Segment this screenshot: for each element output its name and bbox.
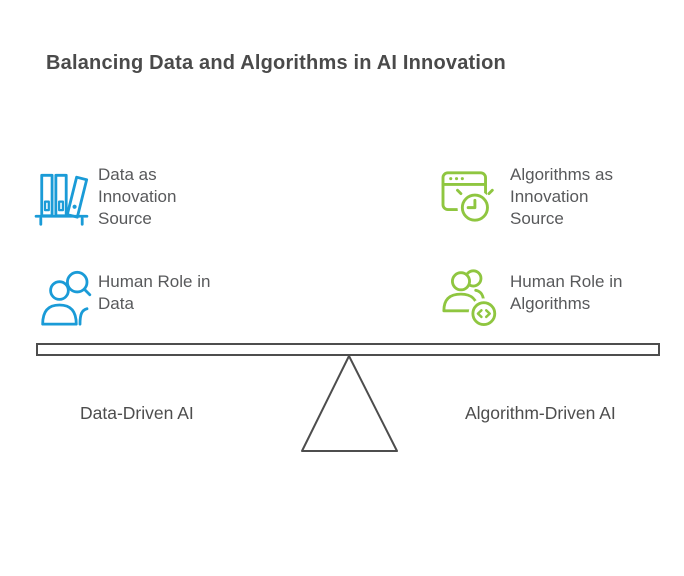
diagram-title: Balancing Data and Algorithms in AI Inno… [46, 52, 506, 74]
balance-fulcrum-triangle [296, 353, 403, 458]
browser-clock-icon [441, 168, 503, 231]
books-shelf-icon [33, 164, 90, 233]
right-pan-label: Algorithm-Driven AI [465, 403, 616, 423]
person-magnifier-icon [38, 269, 94, 332]
item-label-human-algorithms: Human Role in Algorithms [510, 272, 623, 313]
item-label-human-data: Human Role in Data [98, 272, 211, 313]
item-label-data-source: Data as Innovation Source [98, 165, 177, 228]
balance-beam [36, 343, 660, 356]
people-code-icon [441, 266, 500, 332]
item-label-algorithm-source: Algorithms as Innovation Source [510, 165, 613, 228]
left-pan-label: Data-Driven AI [80, 403, 194, 423]
